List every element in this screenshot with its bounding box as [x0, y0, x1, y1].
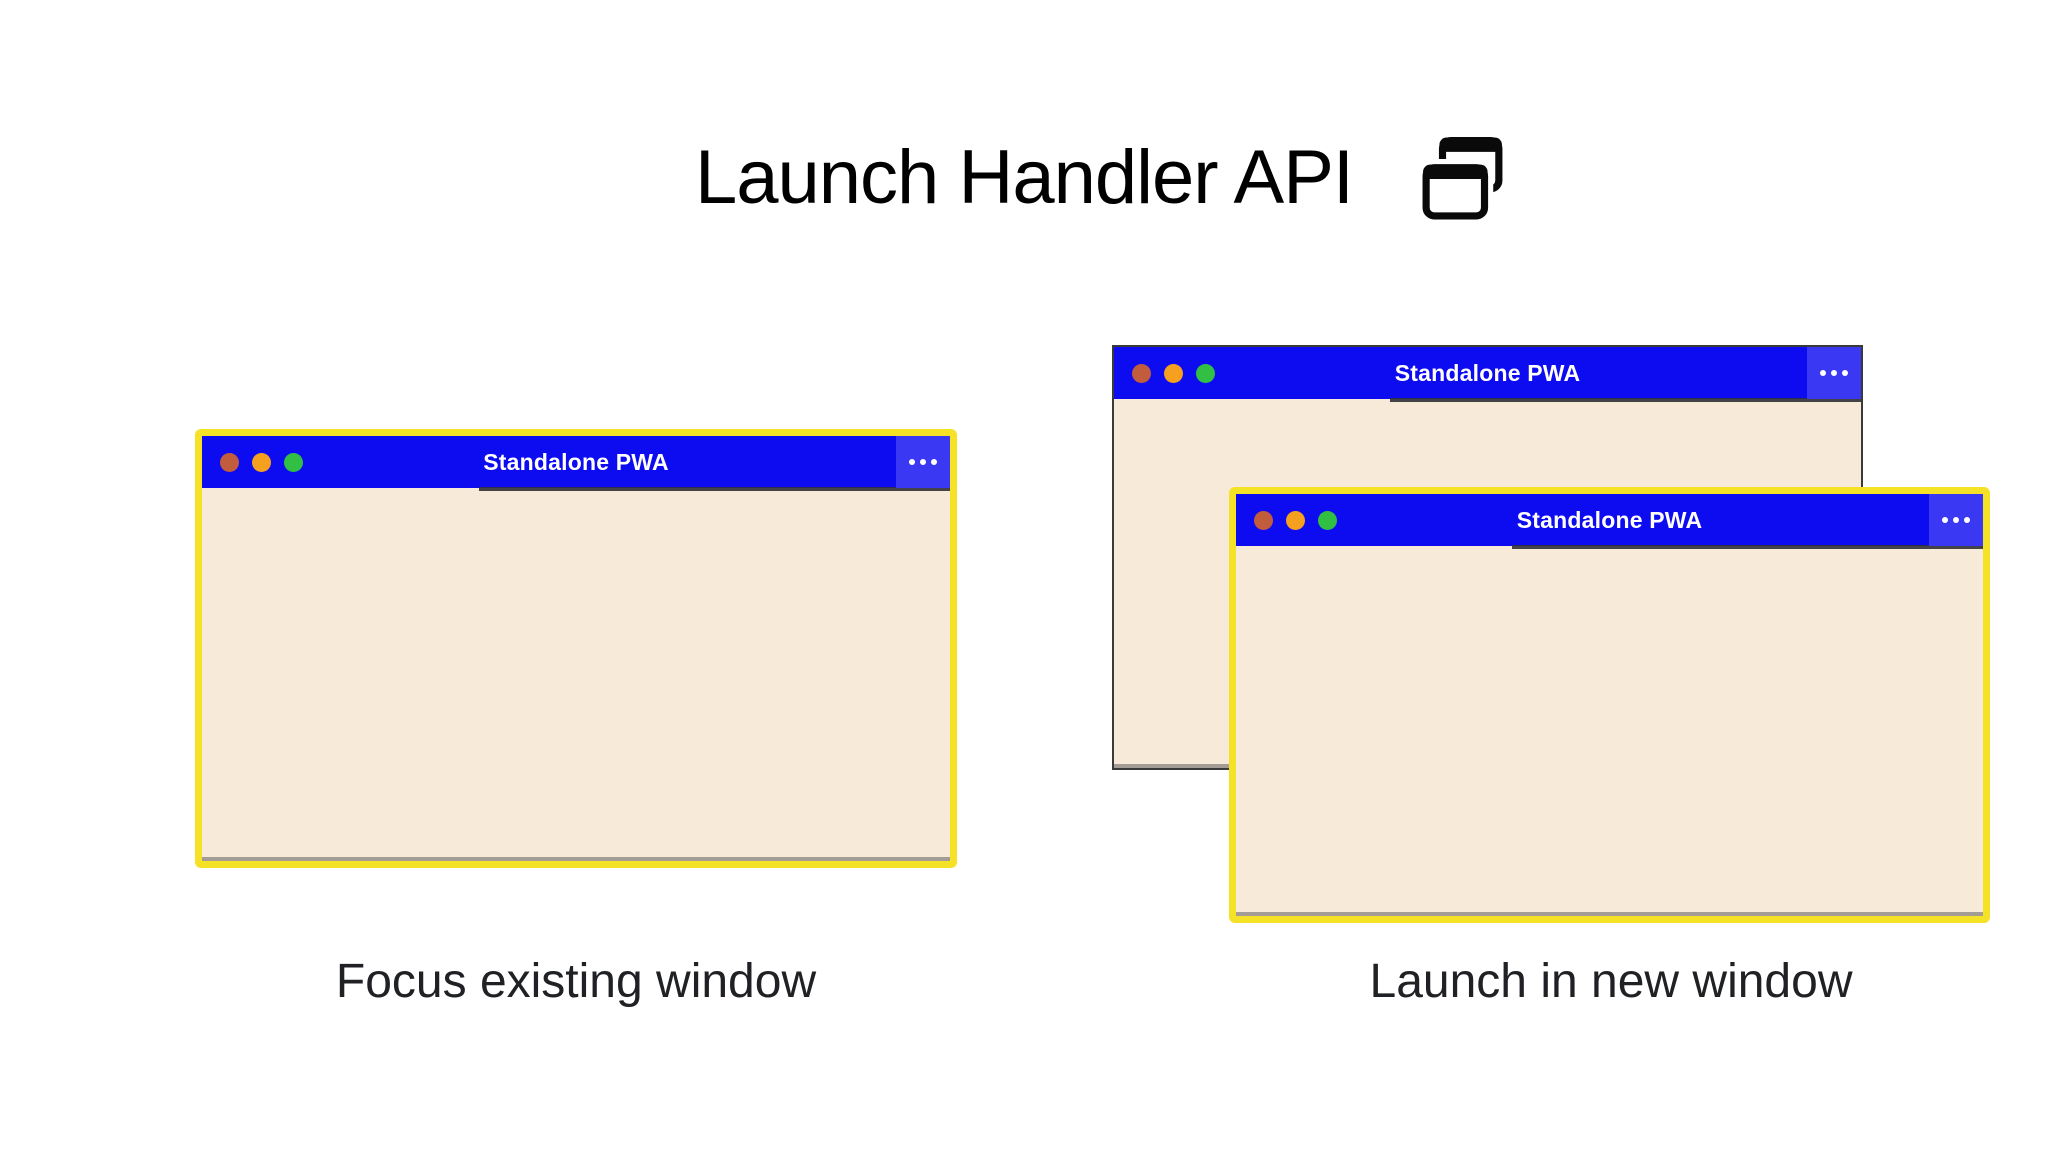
traffic-light-minimize-button[interactable] [1286, 510, 1305, 530]
traffic-light-maximize-button[interactable] [1196, 363, 1215, 383]
page-title: Launch Handler API [694, 135, 1354, 220]
ellipsis-icon [1842, 370, 1848, 376]
pwa-window-existing: Standalone PWA [195, 429, 957, 868]
ellipsis-icon [1953, 517, 1959, 523]
window-title: Standalone PWA [1394, 359, 1581, 386]
window-titlebar: Standalone PWA [202, 436, 950, 491]
caption-focus-existing-window: Focus existing window [335, 955, 817, 1008]
traffic-light-minimize-button[interactable] [1164, 363, 1183, 383]
titlebar-shadow [1390, 398, 1861, 402]
ellipsis-icon [909, 459, 915, 465]
ellipsis-icon [1964, 517, 1970, 523]
traffic-light-close-button[interactable] [1254, 510, 1273, 530]
ellipsis-icon [931, 459, 937, 465]
ellipsis-menu-button[interactable] [896, 436, 950, 488]
ellipsis-icon [1820, 370, 1826, 376]
ellipsis-menu-button[interactable] [1929, 494, 1983, 546]
pwa-window-new: Standalone PWA [1229, 487, 1990, 923]
traffic-light-maximize-button[interactable] [1318, 510, 1337, 530]
window-titlebar: Standalone PWA [1236, 494, 1983, 549]
window-content [202, 488, 950, 861]
traffic-light-close-button[interactable] [1132, 363, 1151, 383]
traffic-light-minimize-button[interactable] [252, 452, 271, 472]
ellipsis-menu-button[interactable] [1807, 347, 1861, 399]
traffic-light-close-button[interactable] [220, 452, 239, 472]
titlebar-shadow [1512, 545, 1983, 549]
ellipsis-icon [1942, 517, 1948, 523]
titlebar-shadow [478, 487, 950, 491]
window-controls [202, 452, 303, 472]
window-controls [1236, 510, 1337, 530]
window-content [1236, 546, 1983, 916]
overlapping-windows-icon [1422, 137, 1503, 220]
caption-launch-new-window: Launch in new window [1369, 955, 1853, 1008]
window-controls [1114, 363, 1215, 383]
window-title: Standalone PWA [483, 448, 669, 475]
window-titlebar: Standalone PWA [1114, 347, 1861, 402]
ellipsis-icon [920, 459, 926, 465]
traffic-light-maximize-button[interactable] [284, 452, 303, 472]
ellipsis-icon [1831, 370, 1837, 376]
window-title: Standalone PWA [1516, 506, 1703, 533]
